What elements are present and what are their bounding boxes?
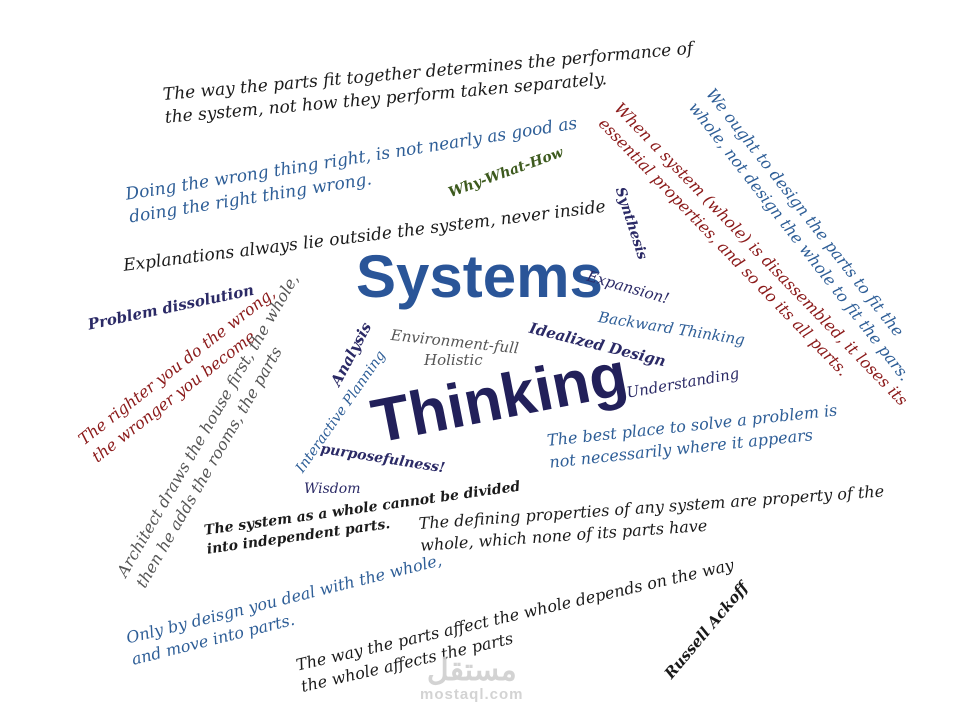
label-understanding: Understanding (625, 364, 741, 402)
label-wisdom: Wisdom (304, 481, 361, 497)
watermark-logo: مستقل mostaql.com (420, 655, 524, 703)
title-systems: Systems (356, 243, 603, 310)
watermark-latin: mostaql.com (420, 686, 524, 703)
label-synthesis: Synthesis (611, 185, 651, 262)
watermark-arabic: مستقل (426, 654, 517, 687)
label-holistic: Holistic (424, 351, 483, 369)
